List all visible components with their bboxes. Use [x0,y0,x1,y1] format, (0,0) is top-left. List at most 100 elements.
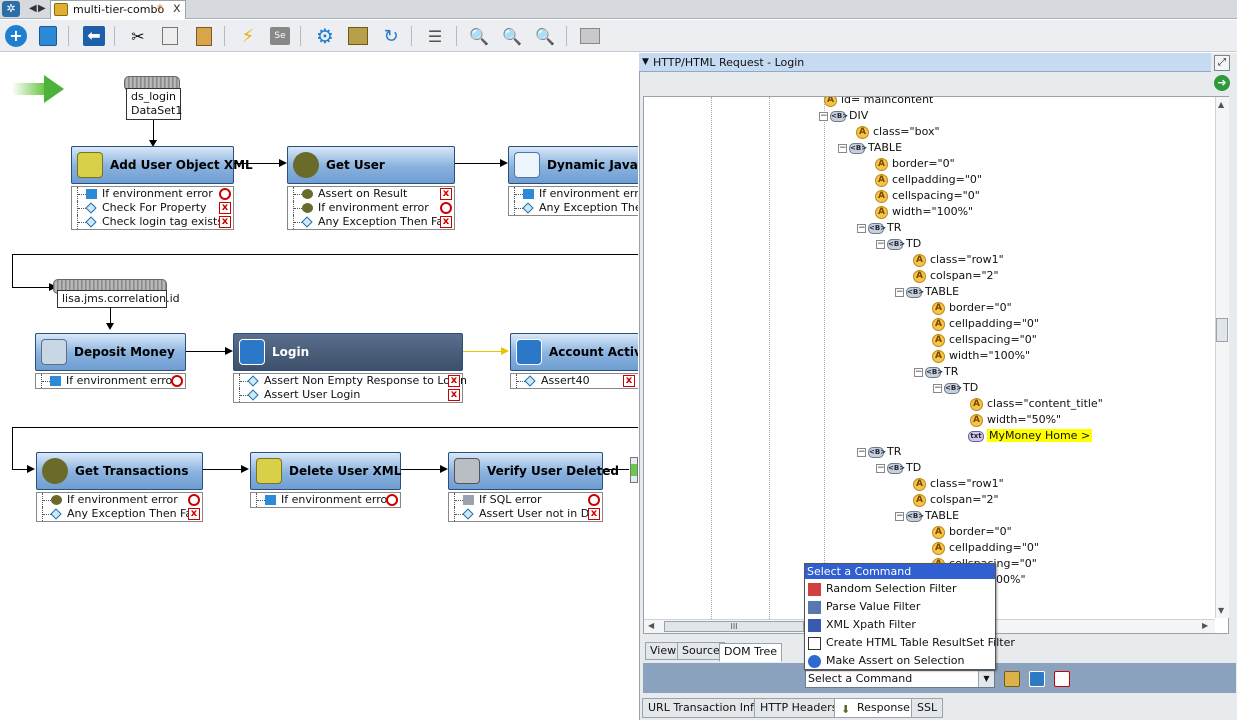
add-step-button[interactable]: + [4,24,28,48]
assertion-row[interactable]: If environment error [288,201,454,215]
dom-node-attr[interactable]: Acellpadding="0" [875,172,982,188]
delete-step-button[interactable] [36,24,60,48]
collapse-icon[interactable]: − [895,512,904,521]
option-create-html-table-resultset-filter[interactable]: Create HTML Table ResultSet Filter [806,634,1015,652]
assertion-row[interactable]: Any Exception Then [509,201,638,215]
collapse-icon[interactable]: − [857,448,866,457]
zoom-out-button[interactable]: 🔍 [533,24,557,48]
collapse-icon[interactable]: − [857,224,866,233]
assertion-row[interactable]: If environment error [72,187,233,201]
option-random-selection-filter[interactable]: Random Selection Filter [806,580,956,598]
option-make-assert-on-selection[interactable]: Make Assert on Selection [806,652,964,670]
dom-node-attr[interactable]: Acellspacing="0" [932,332,1037,348]
dom-node-elem[interactable]: −<B>TD [933,380,978,396]
tab-response[interactable]: ⬇Response [834,698,916,718]
tab-http-headers[interactable]: HTTP Headers [754,698,843,718]
assertion-row[interactable]: If environment error [37,493,202,507]
dom-node-elem[interactable]: −<B>TABLE [895,508,959,524]
dom-node-attr[interactable]: Aborder="0" [875,156,955,172]
collapse-icon[interactable]: − [933,384,942,393]
zoom-button[interactable]: 🔍 [467,24,491,48]
cut-button[interactable]: ✂ [126,24,150,48]
assertion-row[interactable]: Check For Propertyx [72,201,233,215]
assertion-row[interactable]: If environment error [251,493,400,507]
tab-scroll-right-icon[interactable]: ▶ [38,3,46,14]
copy-button[interactable] [158,24,182,48]
tab-url-transaction-info[interactable]: URL Transaction Info [642,698,767,718]
maximize-pane-icon[interactable]: ⤢ [1214,55,1230,71]
dom-node-elem[interactable]: −<B>TR [857,444,901,460]
dom-node-elem[interactable]: −<B>TABLE [895,284,959,300]
tab-close-icon[interactable]: x [173,1,181,16]
assertion-row[interactable]: Assert User not in DBx [449,507,602,521]
scroll-down-icon[interactable]: ▼ [1218,606,1224,615]
dom-node-text-selected[interactable]: txtMyMoney Home > [968,428,1092,444]
dom-tree-view[interactable]: Aid= maincontent −<B>DIV Aclass="box" −<… [643,96,1229,634]
dom-node-attr[interactable]: Acolspan="2" [913,268,999,284]
tab-view[interactable]: View [645,642,681,660]
dom-node-attr[interactable]: Aclass="row1" [913,252,1004,268]
dropdown-selected-option[interactable]: Select a Command [805,564,995,579]
dom-node-attr[interactable]: Aclass="content_title" [970,396,1103,412]
save-icon[interactable] [1029,671,1045,687]
tab-ssl[interactable]: SSL [911,698,943,718]
scroll-up-icon[interactable]: ▲ [1218,100,1224,109]
dom-node-attr[interactable]: Acellpadding="0" [932,316,1039,332]
clear-filter-icon[interactable] [1054,671,1070,687]
select-button[interactable]: Se [268,24,292,48]
dom-node-elem[interactable]: −<B>TD [876,460,921,476]
workflow-canvas[interactable]: ds_login DataSet1 Add User Object XML If… [0,53,638,720]
dom-node-attr[interactable]: Aclass="row1" [913,476,1004,492]
zoom-in-button[interactable]: 🔍 [500,24,524,48]
dom-node-attr[interactable]: Awidth="100%" [875,204,973,220]
tab-multi-tier-combo[interactable]: multi-tier-combo * x [50,0,186,19]
dataset-correlation-id[interactable]: lisa.jms.correlation.id [57,290,167,308]
back-button[interactable]: ⬅ [82,24,106,48]
dom-node-attr[interactable]: Aclass="box" [856,124,940,140]
app-menu-icon[interactable]: ✲ [2,1,20,17]
dom-node-elem[interactable]: −<B>TR [857,220,901,236]
run-button[interactable]: ⚡ [236,24,260,48]
assertion-row[interactable]: Any Exception Then Failx [288,215,454,229]
option-xml-xpath-filter[interactable]: XML Xpath Filter [806,616,916,634]
assertion-row[interactable]: If environment error [509,187,638,201]
export-button[interactable] [578,24,602,48]
dom-node-elem[interactable]: −<B>DIV [819,108,868,124]
paste-button[interactable] [192,24,216,48]
dataset-ds-login[interactable]: ds_login DataSet1 [126,88,181,120]
dom-node-attr[interactable]: Acellspacing="0" [875,188,980,204]
assertion-row[interactable]: If environment error [36,374,185,388]
dom-vertical-scrollbar[interactable] [1215,97,1229,618]
chevron-down-icon[interactable]: ▼ [978,671,994,687]
go-arrow-icon[interactable]: ➜ [1214,75,1230,91]
assertion-row[interactable]: Assert User Loginx [234,388,462,402]
end-step-icon[interactable] [630,457,638,483]
tab-dom-tree[interactable]: DOM Tree [719,643,782,662]
dom-node-attr[interactable]: Aid= maincontent [824,96,933,108]
collapse-icon[interactable]: − [838,144,847,153]
vertical-scroll-thumb[interactable] [1216,318,1228,342]
properties-button[interactable]: ☰ [423,24,447,48]
tab-source[interactable]: Source [677,642,725,660]
command-select[interactable]: Select a Command ▼ [805,670,995,688]
settings-button[interactable]: ⚙ [313,24,337,48]
dom-node-attr[interactable]: Acolspan="2" [913,492,999,508]
assertion-row[interactable]: If SQL error [449,493,602,507]
collapse-icon[interactable]: − [876,464,885,473]
scroll-right-icon[interactable]: ▶ [1202,621,1208,630]
collapse-icon[interactable]: − [895,288,904,297]
collapse-icon[interactable]: − [876,240,885,249]
dom-node-attr[interactable]: Aborder="0" [932,300,1012,316]
collapse-triangle-icon[interactable]: ▼ [642,53,649,72]
dom-node-elem[interactable]: −<B>TR [914,364,958,380]
dom-node-attr[interactable]: Awidth="50%" [970,412,1061,428]
open-folder-icon[interactable] [1004,671,1020,687]
tab-scroll-left-icon[interactable]: ◀ [29,3,37,14]
scroll-left-icon[interactable]: ◀ [648,621,654,630]
assertion-row[interactable]: Assert on Resultx [288,187,454,201]
collapse-icon[interactable]: − [914,368,923,377]
assertion-row[interactable]: Assert Non Empty Response to Loginx [234,374,462,388]
dom-node-attr[interactable]: Acellpadding="0" [932,540,1039,556]
refresh-button[interactable]: ↻ [379,24,403,48]
configure-button[interactable] [346,24,370,48]
